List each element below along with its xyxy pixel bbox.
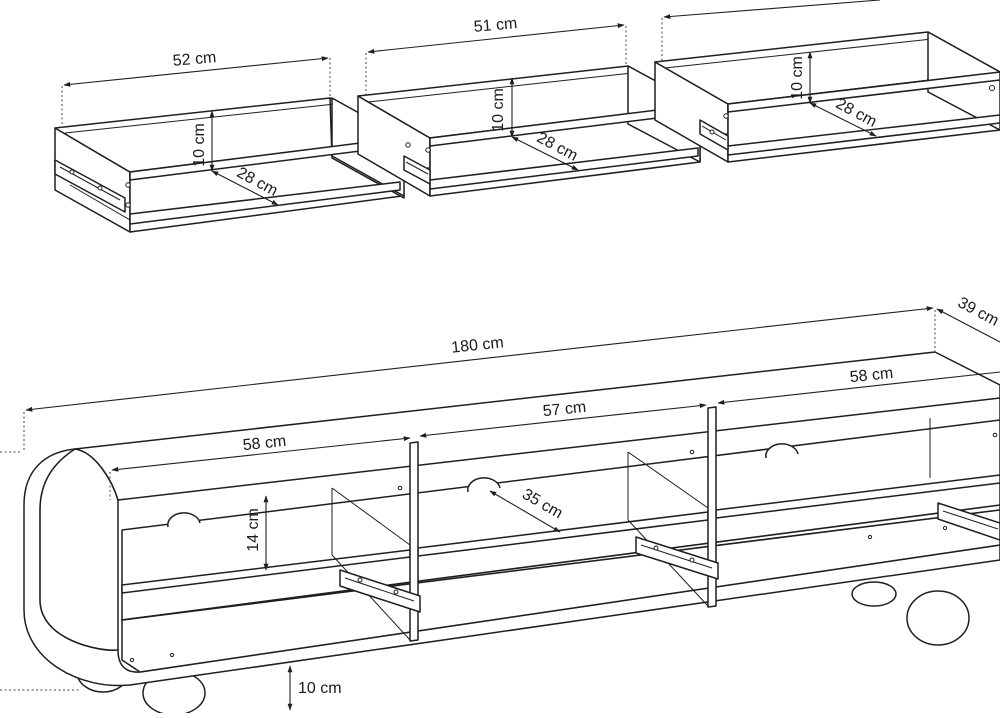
screw-hole — [942, 525, 948, 531]
left-compartment-label: 58 cm — [242, 433, 287, 454]
depth-dimension-line — [511, 136, 579, 171]
screw-hole — [405, 142, 411, 148]
screw-hole — [397, 485, 403, 491]
drawer-1: 52 cm 10 cm 28 cm — [54, 49, 405, 233]
screw-hole — [689, 449, 695, 455]
drawer-slide-runner — [54, 159, 126, 213]
cable-hole — [765, 443, 799, 459]
middle-compartment-label: 57 cm — [542, 399, 587, 420]
right-compartment-label: 58 cm — [849, 365, 894, 386]
screw-hole — [867, 534, 873, 540]
right-compartment-dimension-line — [717, 371, 1000, 405]
drawer-3: 10 cm 28 cm — [654, 0, 1000, 163]
tv-cabinet: 180 cm 39 cm 58 cm 57 cm 58 cm 35 cm 14 … — [0, 294, 1000, 716]
screw-hole — [125, 202, 131, 208]
drawer-slide-runner — [699, 119, 729, 151]
width-dimension-line — [63, 56, 329, 87]
drawer-slide-runner — [339, 569, 421, 613]
screw-hole — [129, 657, 135, 663]
leg — [851, 581, 897, 607]
depth-dimension-line — [211, 170, 279, 206]
cable-hole — [167, 512, 201, 528]
cabinet-total-width-label: 180 cm — [451, 334, 505, 356]
depth-dimension-line — [809, 102, 877, 137]
cabinet-depth-label: 39 cm — [955, 294, 1000, 329]
total-width-dimension-line — [25, 306, 934, 412]
drawer-slide-runner — [635, 536, 719, 580]
middle-compartment-dimension-line — [419, 403, 707, 438]
left-compartment-dimension-line — [111, 436, 411, 472]
width-dimension-line — [367, 23, 625, 54]
screw-hole — [989, 85, 995, 91]
screw-hole — [169, 652, 175, 658]
drawer-slide-runner — [403, 155, 431, 185]
interior-depth-dimension-line — [489, 490, 561, 533]
leg-height-label: 10 cm — [298, 680, 342, 697]
shelf-height-label: 14 cm — [245, 508, 262, 552]
drawer-slide-runner — [937, 502, 1000, 541]
cable-hole — [467, 477, 501, 493]
drawer-2-width-label: 51 cm — [473, 15, 518, 36]
screw-hole — [425, 147, 431, 153]
drawer-3-height-label: 10 cm — [789, 56, 806, 100]
drawer-1-height-label: 10 cm — [191, 123, 208, 167]
screw-hole — [125, 182, 131, 188]
drawer-2: 51 cm 10 cm 28 cm — [357, 15, 701, 197]
drawer-2-height-label: 10 cm — [490, 88, 507, 132]
bottom-floor — [121, 509, 1000, 673]
drawer-1-width-label: 52 cm — [172, 49, 217, 70]
divider-left — [409, 441, 419, 642]
leg — [906, 590, 970, 646]
screw-hole — [992, 432, 998, 438]
depth-dimension-line — [936, 308, 1000, 343]
width-dimension-line — [663, 0, 881, 19]
screw-hole — [723, 113, 729, 119]
